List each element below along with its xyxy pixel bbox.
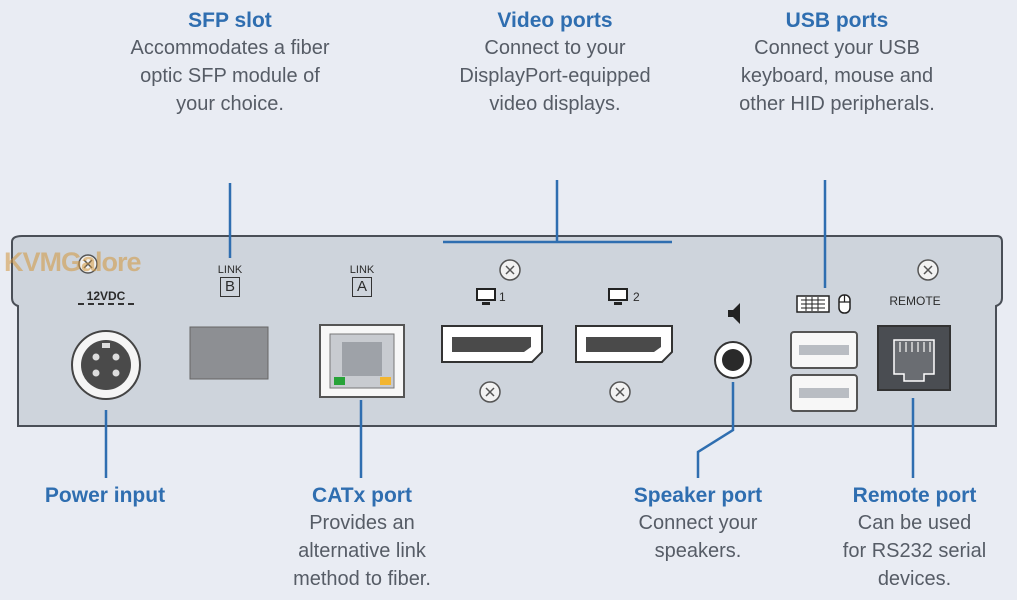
sfp-title: SFP slot [188,9,272,32]
video-2-label: 2 [633,290,640,304]
speaker-title: Speaker port [633,484,763,507]
video-1-label: 1 [499,290,506,304]
sfp-slot [189,326,269,380]
remote-port [877,325,951,391]
leader-lines [104,180,915,478]
remote-desc: Can be used for RS232 serial devices. [842,512,987,590]
power-title: Power input [44,484,166,507]
power-label: 12VDC [78,289,134,305]
power-connector [71,330,141,400]
sfp-desc: Accommodates a fiber optic SFP module of… [130,37,330,115]
remote-title: Remote port [852,484,977,507]
speaker-icon [728,303,740,324]
remote-label: REMOTE [889,294,941,308]
displayport-2 [575,325,673,363]
link-a-label: LINK A [342,264,382,297]
callout-catx: CATx port Provides an alternative link m… [262,483,462,593]
callout-power: Power input [20,483,190,509]
speaker-desc: Connect your speakers. [638,512,758,562]
usb-title: USB ports [785,9,889,32]
speaker-port [714,341,752,379]
usb-desc: Connect your USB keyboard, mouse and oth… [739,37,935,115]
link-b-label: LINK B [210,264,250,297]
callout-remote: Remote port Can be used for RS232 serial… [822,483,1007,593]
link-a-letter: A [352,277,372,297]
link-b-letter: B [220,277,240,297]
callout-usb: USB ports Connect your USB keyboard, mou… [712,8,962,118]
catx-desc: Provides an alternative link method to f… [293,512,431,590]
callout-sfp: SFP slot Accommodates a fiber optic SFP … [90,8,370,118]
catx-port [319,324,405,398]
callout-video: Video ports Connect to your DisplayPort-… [425,8,685,118]
displayport-1 [441,325,543,363]
watermark-logo: KVMGalore [4,247,142,277]
callout-speaker: Speaker port Connect your speakers. [608,483,788,565]
link-b-word: LINK [217,264,243,276]
screw-icon [78,254,939,403]
link-a-word: LINK [349,264,375,276]
keyboard-mouse-icon [796,294,851,314]
video-desc: Connect to your DisplayPort-equipped vid… [459,37,651,115]
video-title: Video ports [497,9,613,32]
catx-title: CATx port [312,484,412,507]
usb-port-2 [790,374,858,412]
usb-port-1 [790,331,858,369]
